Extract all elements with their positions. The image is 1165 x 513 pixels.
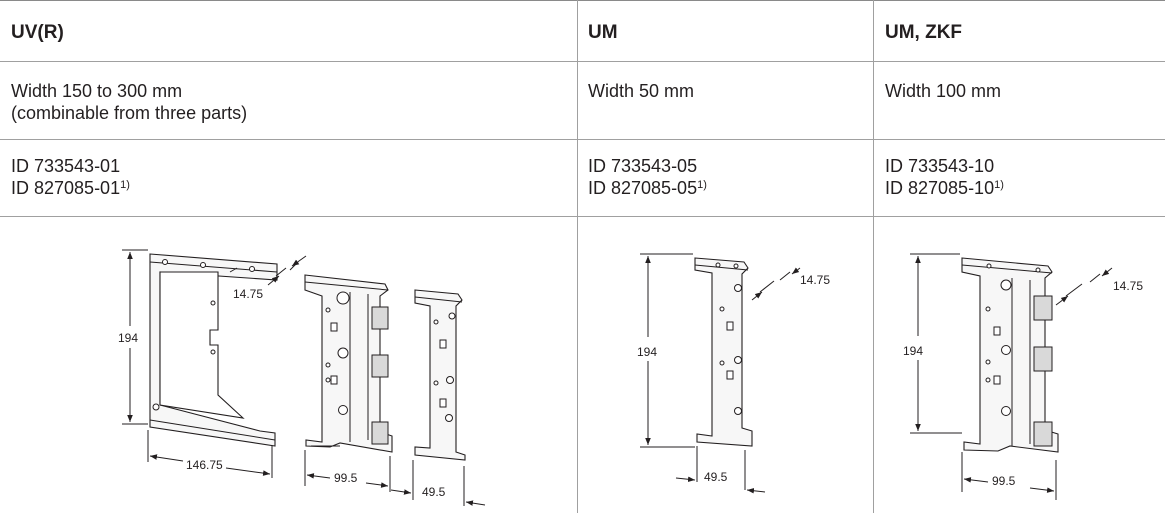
width-line: Width 100 mm <box>885 81 1002 101</box>
dim-label-49-5: 49.5 <box>422 485 446 499</box>
dimension-99-5-um-zkf: 99.5 <box>961 452 1057 500</box>
width-cell-um-zkf: Width 100 mm <box>885 80 1001 102</box>
dimension-49-5-um: 49.5 <box>675 446 766 494</box>
dim-label-194: 194 <box>118 331 138 345</box>
dim-label-99-5: 99.5 <box>992 474 1016 488</box>
header-uvr: UV(R) <box>11 22 64 43</box>
dimension-194-um-zkf: 194 <box>903 253 962 434</box>
table-top-rule <box>0 0 1165 1</box>
width-line: Width 150 to 300 mm <box>11 81 183 101</box>
footnote-ref: 1) <box>994 179 1004 191</box>
id-primary: ID 733543-10 <box>885 156 995 176</box>
dimension-194-um: 194 <box>637 253 695 448</box>
dimension-14-75-um-zkf: 14.75 <box>1055 267 1143 306</box>
width-cell-um: Width 50 mm <box>588 80 694 102</box>
bracket-um-zkf <box>961 257 1059 453</box>
header-um: UM <box>588 22 618 43</box>
id-primary: ID 733543-01 <box>11 156 121 176</box>
dimension-194-uvr: 194 <box>118 249 148 425</box>
id-cell-uvr: ID 733543-01 ID 827085-011) <box>11 155 130 199</box>
bracket-uvr-small <box>414 289 466 461</box>
id-primary: ID 733543-05 <box>588 156 698 176</box>
id-secondary: ID 827085-051) <box>588 178 707 198</box>
bracket-uvr-middle <box>304 274 393 453</box>
id-cell-um: ID 733543-05 ID 827085-051) <box>588 155 707 199</box>
row-separator-width <box>0 139 1165 140</box>
dim-label-49-5: 49.5 <box>704 470 728 484</box>
dim-label-194: 194 <box>637 345 657 359</box>
dimension-49-5: 49.5 <box>390 460 486 506</box>
id-secondary: ID 827085-011) <box>11 178 130 198</box>
dim-label-146-75: 146.75 <box>186 458 223 472</box>
dimension-14-75-um: 14.75 <box>751 267 830 301</box>
dim-label-14-75: 14.75 <box>233 287 263 301</box>
row-separator-id <box>0 216 1165 217</box>
width-line: Width 50 mm <box>588 81 695 101</box>
footnote-ref: 1) <box>697 179 707 191</box>
width-cell-uvr: Width 150 to 300 mm (combinable from thr… <box>11 80 247 124</box>
dim-label-194: 194 <box>903 344 923 358</box>
dim-label-14-75: 14.75 <box>800 273 830 287</box>
dimension-14-75-uvr: 14.75 <box>233 255 307 301</box>
bracket-um <box>694 257 753 447</box>
id-secondary: ID 827085-101) <box>885 178 1004 198</box>
width-line: (combinable from three parts) <box>11 103 248 123</box>
bracket-uvr-large <box>149 253 278 447</box>
dim-label-99-5: 99.5 <box>334 471 358 485</box>
column-divider-1 <box>577 0 578 513</box>
dimension-146-75: 146.75 <box>147 430 273 478</box>
dimension-99-5: 99.5 <box>304 450 391 492</box>
dim-label-14-75: 14.75 <box>1113 279 1143 293</box>
column-divider-2 <box>873 0 874 513</box>
id-cell-um-zkf: ID 733543-10 ID 827085-101) <box>885 155 1004 199</box>
header-um-zkf: UM, ZKF <box>885 22 963 43</box>
footnote-ref: 1) <box>120 179 130 191</box>
header-separator <box>0 61 1165 62</box>
